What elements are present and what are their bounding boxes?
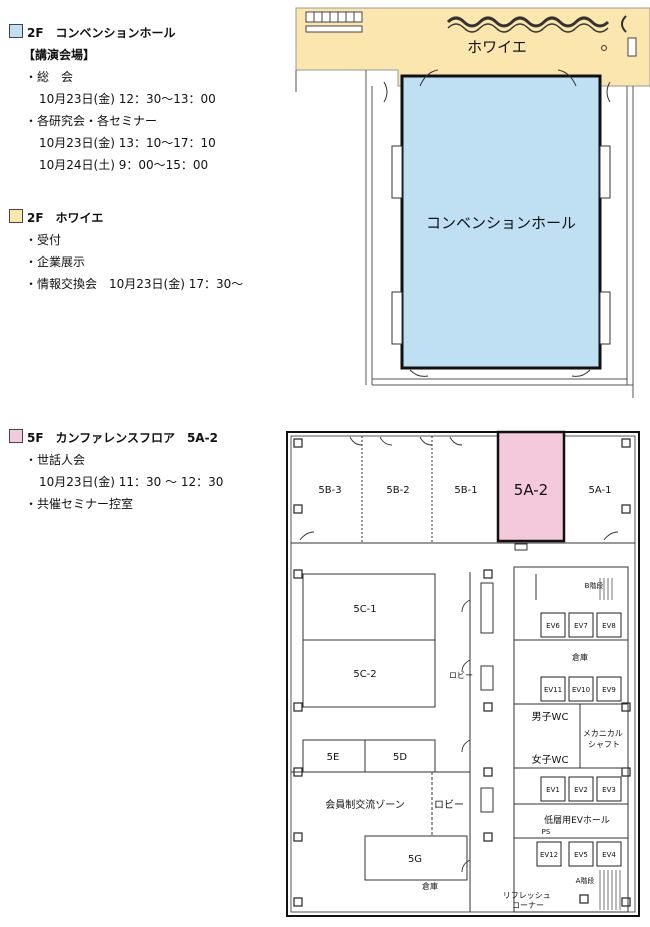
foyer-label: ホワイエ: [467, 38, 527, 56]
label-mens-wc: 男子WC: [532, 711, 569, 723]
core-walls: [513, 566, 629, 913]
label-5b-2: 5B-2: [386, 485, 409, 496]
label-5c-1: 5C-1: [353, 604, 376, 615]
label-ev: EV1: [546, 786, 560, 794]
hall-right-wall: [372, 86, 634, 398]
label-lobby-top: ロビー: [449, 671, 473, 680]
legend-hall-item-label: ・各研究会・各セミナー: [25, 114, 158, 128]
legend-hall-sub: 【講演会場】: [23, 48, 96, 62]
legend-hall-item-time: 10月23日(金) 13：10〜17：10: [39, 136, 216, 150]
legend-conference-item-label: ・世話人会: [25, 453, 86, 467]
label-ev: EV3: [602, 786, 616, 794]
label-ev: EV10: [572, 686, 590, 694]
label-ps: PS: [542, 828, 551, 836]
label-ev: EV6: [546, 622, 560, 630]
label-low-ev-hall: 低層用EVホール: [544, 814, 610, 826]
label-ev: EV4: [602, 851, 616, 859]
label-5c-2: 5C-2: [353, 669, 376, 680]
middle-rooms-walls: [291, 572, 471, 912]
legend-hall-item-time: 10月24日(土) 9：00〜15：00: [39, 158, 209, 172]
legend-foyer-item: ・情報交換会 10月23日(金) 17：30〜: [25, 277, 244, 291]
legend-hall: 2F コンベンションホール 【講演会場】 ・総 会 10月23日(金) 12：3…: [9, 22, 216, 176]
label-stairs-a: A階段: [576, 876, 595, 885]
hall-side-panels: [391, 145, 611, 345]
foyer-swatch: [9, 209, 23, 223]
legend-foyer: 2F ホワイエ ・受付 ・企業展示 ・情報交換会 10月23日(金) 17：30…: [9, 207, 243, 295]
stairs: [599, 578, 621, 910]
label-mechanical-line2: シャフト: [588, 740, 620, 749]
room-labels: 5B-3 5B-2 5B-1 5A-1 5C-1 5C-2 5E 5D 会員制交…: [318, 485, 611, 891]
legend-conference-item-label: ・共催セミナー控室: [25, 497, 134, 511]
label-refresh-line1: リフレッシュ: [503, 891, 551, 900]
hall-doors: [383, 69, 611, 377]
label-5e: 5E: [327, 752, 340, 763]
legend-foyer-item: ・企業展示: [25, 255, 86, 269]
label-ev: EV12: [540, 851, 558, 859]
label-ev: EV11: [544, 686, 562, 694]
label-member-zone: 会員制交流ゾーン: [325, 798, 405, 811]
foyer-pillars: [305, 11, 363, 33]
foyer-area: [295, 7, 650, 87]
elevator-labels: EV6 EV7 EV8 EV11 EV10 EV9 EV1 EV2 EV3 EV…: [540, 622, 616, 859]
label-ev: EV8: [602, 622, 616, 630]
hall-swatch: [9, 24, 23, 38]
label-5b-3: 5B-3: [318, 485, 341, 496]
room-5a-2: [496, 430, 566, 543]
legend-conference-heading: 5F カンファレンスフロア 5A-2: [9, 427, 223, 449]
label-5d: 5D: [393, 752, 407, 763]
label-5g: 5G: [408, 854, 422, 865]
label-womens-wc: 女子WC: [532, 753, 569, 766]
label-ev: EV5: [574, 851, 588, 859]
label-refresh: リフレッシュ コーナー: [503, 891, 554, 910]
legend-foyer-heading: 2F ホワイエ: [9, 207, 243, 229]
pillars: [293, 438, 631, 907]
legend-conference: 5F カンファレンスフロア 5A-2 ・世話人会 10月23日(金) 11：30…: [9, 427, 223, 515]
label-5a-1: 5A-1: [589, 485, 612, 496]
legend-foyer-heading-text: 2F ホワイエ: [27, 211, 104, 225]
label-refresh-line2: コーナー: [512, 901, 544, 910]
label-stairs-b: B階段: [585, 581, 604, 590]
top-rooms-walls: [291, 436, 635, 544]
label-5b-1: 5B-1: [454, 485, 477, 496]
hall-label: コンベンションホール: [426, 214, 576, 232]
doors-5f: [299, 436, 619, 873]
entrance-marker: [514, 543, 528, 551]
elevator-shafts: [536, 612, 622, 867]
conference-swatch: [9, 429, 23, 443]
label-mechanical-line1: メカニカル: [583, 729, 623, 738]
foyer-wave: [446, 16, 610, 28]
label-storage-right: 倉庫: [572, 652, 588, 662]
floor5-outline: [286, 431, 640, 917]
label-ev: EV2: [574, 786, 588, 794]
legend-foyer-item: ・受付: [25, 233, 62, 247]
legend-conference-heading-text: 5F カンファレンスフロア 5A-2: [27, 431, 218, 445]
legend-hall-item-label: ・総 会: [25, 70, 74, 84]
label-mechanical: メカニカル シャフト: [583, 729, 626, 749]
label-ev: EV7: [574, 622, 588, 630]
legend-hall-item-time: 10月23日(金) 12：30〜13：00: [39, 92, 216, 106]
label-storage-bottom: 倉庫: [422, 881, 438, 891]
legend-conference-item-time: 10月23日(金) 11：30 〜 12：30: [39, 475, 224, 489]
legend-hall-heading-text: 2F コンベンションホール: [27, 26, 176, 40]
hall-left-wall: [295, 70, 373, 385]
legend-hall-heading: 2F コンベンションホール: [9, 22, 216, 44]
lobby-columns: [480, 582, 494, 813]
label-ev: EV9: [602, 686, 616, 694]
label-lobby-mid: ロビー: [434, 799, 464, 811]
convention-hall: [400, 74, 602, 370]
label-5a-2: 5A-2: [514, 481, 548, 499]
foyer-dot: [601, 45, 607, 51]
